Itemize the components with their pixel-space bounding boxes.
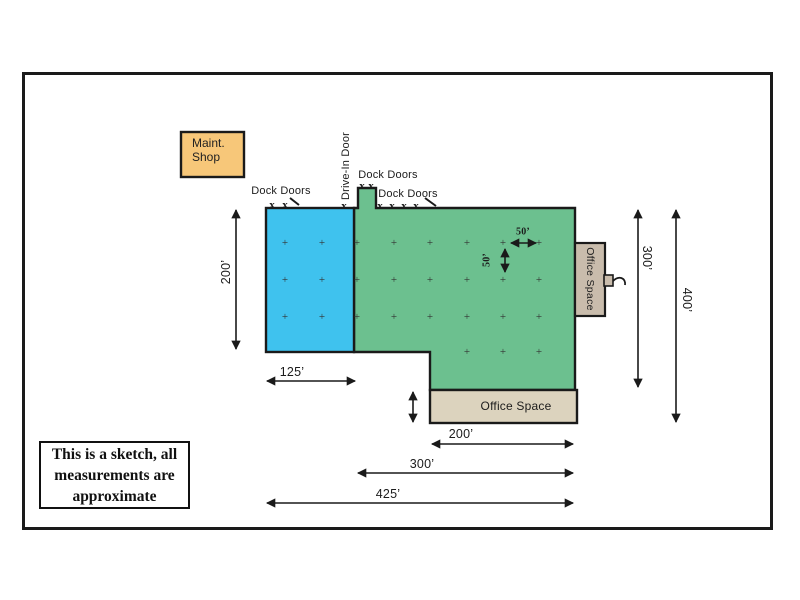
- column-plus-mark: +: [499, 274, 507, 286]
- dock-door-x-mark: x: [368, 180, 374, 192]
- dock-doors-green-leader: [424, 197, 437, 207]
- disclaimer-note: This is a sketch, all measurements are a…: [39, 441, 190, 509]
- column-plus-mark: +: [281, 237, 289, 249]
- column-plus-mark: +: [390, 274, 398, 286]
- dock-door-x-mark: x: [341, 200, 347, 212]
- column-plus-mark: +: [281, 274, 289, 286]
- office-right-shape: [573, 241, 607, 318]
- column-plus-mark: +: [499, 237, 507, 249]
- dim-bottom-300-label: 300’: [409, 457, 435, 471]
- column-plus-mark: +: [426, 237, 434, 249]
- maint-shop-box: [179, 130, 246, 179]
- green-warehouse-shape: [352, 186, 577, 392]
- column-plus-mark: +: [463, 311, 471, 323]
- office-bottom-shape: [428, 388, 579, 425]
- column-plus-mark: +: [535, 311, 543, 323]
- office-right-tab: [603, 274, 614, 287]
- maint-shop-line2: Shop: [192, 149, 221, 164]
- note-line-2: measurements are: [54, 466, 175, 484]
- border-frame: [22, 72, 773, 530]
- dock-doors-blue-leader: [289, 197, 300, 206]
- dock-door-x-mark: x: [413, 200, 419, 212]
- column-plus-mark: +: [463, 274, 471, 286]
- dim-bay-width-label: 50’: [516, 226, 530, 238]
- office-space-right-label: Office Space: [584, 247, 596, 311]
- dock-doors-green-label: Dock Doors: [378, 188, 438, 200]
- column-plus-mark: +: [318, 274, 326, 286]
- dim-bottom-200-label: 200’: [448, 427, 474, 441]
- column-plus-mark: +: [390, 237, 398, 249]
- column-plus-mark: +: [535, 346, 543, 358]
- dim-right-400-label: 400’: [680, 287, 694, 313]
- dock-door-x-mark: x: [282, 199, 288, 211]
- dock-door-x-mark: x: [359, 180, 365, 192]
- column-plus-mark: +: [535, 237, 543, 249]
- blue-warehouse-shape: [264, 206, 356, 354]
- maint-shop-line1: Maint.: [192, 136, 225, 150]
- column-plus-mark: +: [353, 237, 361, 249]
- dock-doors-blue-label: Dock Doors: [251, 185, 311, 197]
- column-plus-mark: +: [463, 237, 471, 249]
- column-plus-mark: +: [318, 311, 326, 323]
- column-plus-mark: +: [426, 274, 434, 286]
- dim-warehouse-height-label: 200’: [219, 259, 233, 285]
- dock-doors-notch-label: Dock Doors: [358, 169, 418, 181]
- dim-bottom-425-label: 425’: [375, 487, 401, 501]
- note-line-1: This is a sketch, all: [51, 445, 178, 463]
- drive-in-door-label: Drive-In Door: [340, 131, 352, 201]
- column-plus-mark: +: [353, 274, 361, 286]
- column-plus-mark: +: [463, 346, 471, 358]
- column-plus-mark: +: [318, 237, 326, 249]
- dim-right-300-label: 300’: [640, 245, 654, 271]
- column-plus-mark: +: [426, 311, 434, 323]
- dock-door-x-mark: x: [401, 200, 407, 212]
- dock-door-x-mark: x: [389, 200, 395, 212]
- dock-door-x-mark: x: [377, 200, 383, 212]
- note-line-3: approximate: [72, 487, 157, 505]
- door-swing-mark: [612, 276, 626, 286]
- maint-shop-label: Maint. Shop: [192, 136, 225, 164]
- column-plus-mark: +: [353, 311, 361, 323]
- dock-door-x-mark: x: [269, 199, 275, 211]
- column-plus-mark: +: [535, 274, 543, 286]
- column-plus-mark: +: [281, 311, 289, 323]
- office-space-bottom-label: Office Space: [480, 399, 552, 413]
- dim-blue-width-label: 125’: [279, 365, 305, 379]
- column-plus-mark: +: [390, 311, 398, 323]
- column-plus-mark: +: [499, 346, 507, 358]
- dimension-arrows: [231, 208, 681, 508]
- dim-bay-depth-label: 50’: [481, 253, 493, 267]
- column-plus-mark: +: [499, 311, 507, 323]
